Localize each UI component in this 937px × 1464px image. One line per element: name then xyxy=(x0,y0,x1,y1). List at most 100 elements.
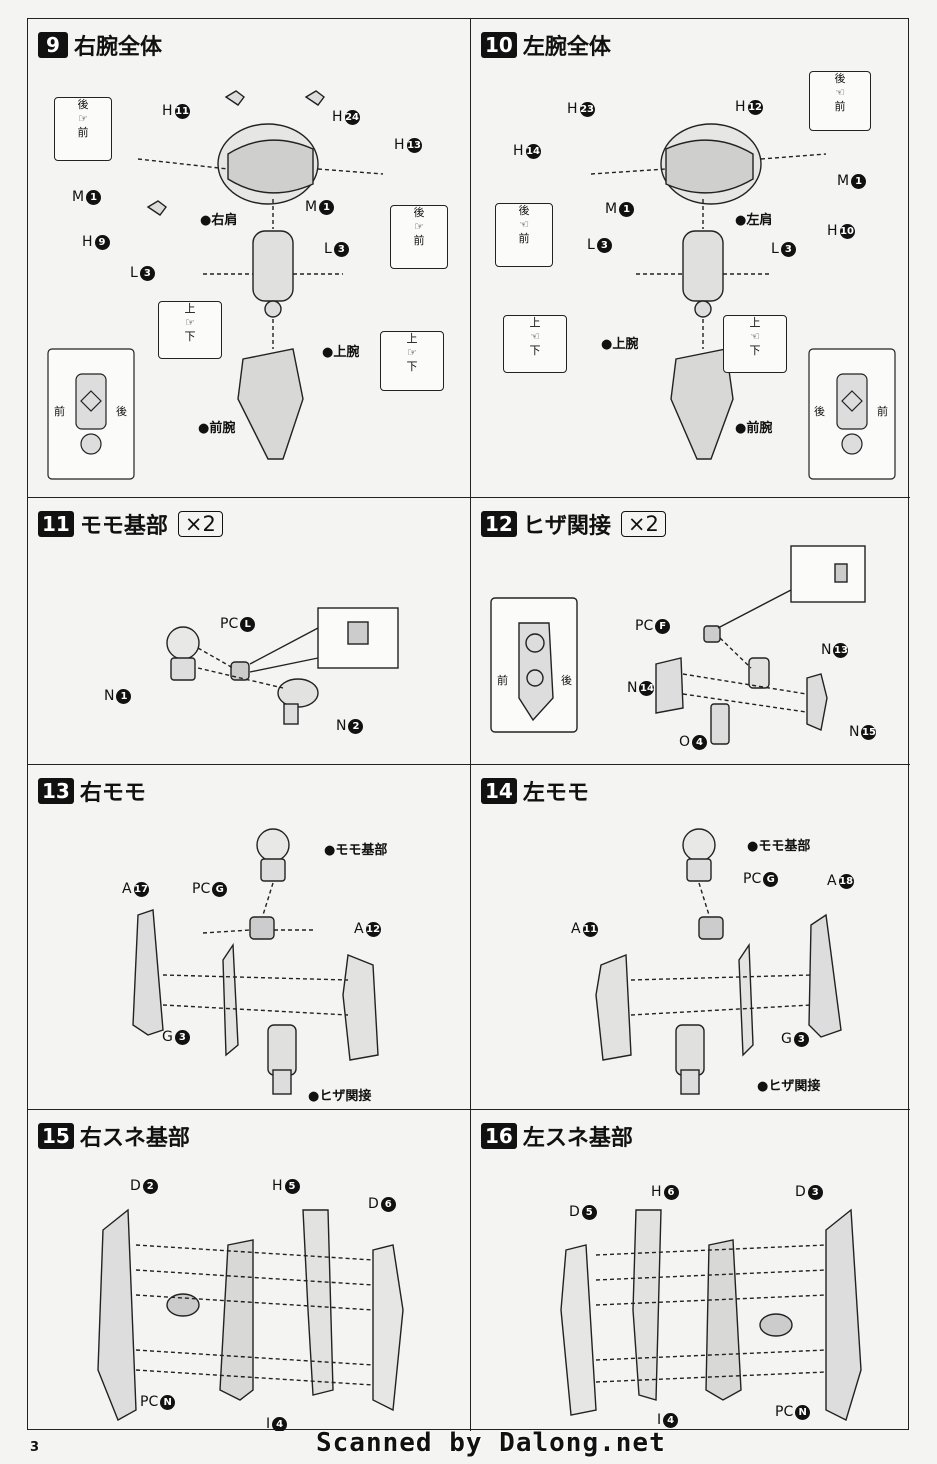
side-label-back: 後 xyxy=(116,405,127,418)
step-number: 13 xyxy=(38,778,74,804)
page-number: 3 xyxy=(30,1440,40,1455)
step-grid: 9 右腕全体 xyxy=(27,18,910,1431)
step-title: モモ基部 xyxy=(79,514,168,539)
direction-callout: 上☜下 xyxy=(723,315,787,373)
step-9-panel: 9 右腕全体 xyxy=(28,19,471,498)
right-thigh-diagram xyxy=(132,828,379,1095)
direction-callout: 後☞前 xyxy=(390,205,448,269)
ref-knee-joint: ●ヒザ関接 xyxy=(308,1089,372,1104)
left-shin-base-diagram xyxy=(560,1208,862,1421)
step-title: 左モモ xyxy=(522,781,589,806)
step-number: 15 xyxy=(38,1123,74,1149)
ref-forearm: ●前腕 xyxy=(735,421,773,436)
side-label-front: 前 xyxy=(497,674,508,687)
step-title: 右スネ基部 xyxy=(79,1126,190,1151)
knee-joint-diagram xyxy=(490,545,866,745)
direction-callout: 後☞前 xyxy=(54,97,112,161)
scan-watermark: Scanned by Dalong.net xyxy=(316,1428,666,1458)
step-number: 9 xyxy=(38,32,68,58)
ref-knee-joint: ●ヒザ関接 xyxy=(757,1079,821,1094)
step-16-header: 16 左スネ基部 xyxy=(481,1120,633,1152)
step-13-header: 13 右モモ xyxy=(38,775,146,807)
step-13-panel: 13 右モモ xyxy=(28,765,471,1110)
quantity-badge: ×2 xyxy=(177,511,223,537)
step-title: 左スネ基部 xyxy=(522,1126,633,1151)
left-arm-diagram xyxy=(590,123,896,480)
right-arm-diagram xyxy=(47,90,384,480)
side-label-back: 後 xyxy=(561,674,572,687)
step-title: 右腕全体 xyxy=(74,35,163,60)
step-12-header: 12 ヒザ関接 ×2 xyxy=(481,508,666,540)
ref-left-shoulder: ●左肩 xyxy=(735,213,773,228)
step-15-header: 15 右スネ基部 xyxy=(38,1120,190,1152)
right-shin-base-diagram xyxy=(97,1208,404,1421)
ref-upper-arm: ●上腕 xyxy=(322,345,360,360)
step-number: 12 xyxy=(481,511,517,537)
step-number: 11 xyxy=(38,511,74,537)
direction-callout: 後☜前 xyxy=(809,71,871,131)
left-thigh-diagram xyxy=(595,828,842,1095)
ref-forearm: ●前腕 xyxy=(198,421,236,436)
direction-callout: 上☞下 xyxy=(158,301,222,359)
direction-callout: 上☜下 xyxy=(503,315,567,373)
ref-thigh-base: ●モモ基部 xyxy=(747,839,811,854)
ref-thigh-base: ●モモ基部 xyxy=(324,843,388,858)
step-title: 左腕全体 xyxy=(522,35,611,60)
step-11-header: 11 モモ基部 ×2 xyxy=(38,508,223,540)
step-number: 16 xyxy=(481,1123,517,1149)
direction-callout: 後☜前 xyxy=(495,203,553,267)
step-title: ヒザ関接 xyxy=(522,514,611,539)
step-14-header: 14 左モモ xyxy=(481,775,589,807)
step-12-panel: 12 ヒザ関接 ×2 xyxy=(471,498,910,765)
quantity-badge: ×2 xyxy=(620,511,666,537)
step-10-header: 10 左腕全体 xyxy=(481,29,611,61)
step-title: 右モモ xyxy=(79,781,146,806)
side-label-front: 前 xyxy=(54,405,65,418)
side-label-front: 前 xyxy=(877,405,888,418)
side-label-back: 後 xyxy=(814,405,825,418)
